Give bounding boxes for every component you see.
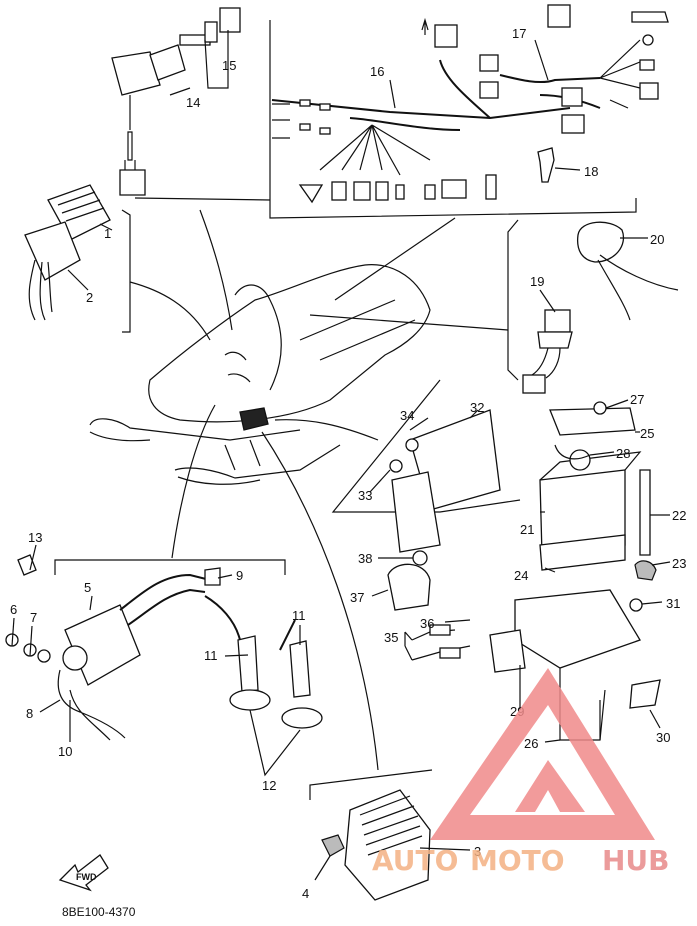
- callout-1: 1: [104, 226, 111, 241]
- frame-battery: [331, 379, 521, 513]
- frame-ignition: [54, 559, 286, 575]
- callout-19: 19: [530, 274, 544, 289]
- watermark-word-hub: HUB: [602, 844, 670, 877]
- callout-21: 21: [520, 522, 534, 537]
- callout-28: 28: [616, 446, 630, 461]
- drawing-code: 8BE100-4370: [62, 905, 136, 919]
- callout-36: 36: [420, 616, 434, 631]
- fwd-arrow-icon: FWD: [58, 854, 109, 892]
- callout-12: 12: [262, 778, 276, 793]
- rectifier-regulator: [321, 789, 431, 901]
- leader-key-to-body: [199, 209, 233, 331]
- callout-30: 30: [656, 730, 670, 745]
- wire-harness: [271, 4, 669, 204]
- leader-ignition-to-body: [171, 404, 216, 559]
- battery-group: [389, 401, 657, 581]
- callout-34: 34: [400, 408, 414, 423]
- leader-harness-to-body: [334, 217, 456, 301]
- callout-33: 33: [358, 488, 372, 503]
- ignition-group: [5, 554, 323, 741]
- callout-23: 23: [672, 556, 686, 571]
- leader-battery-to-body: [274, 419, 379, 441]
- callout-11a: 11: [204, 648, 218, 663]
- callout-32: 32: [470, 400, 484, 415]
- battery-tray: [387, 550, 661, 741]
- grip-and-stop-switch: [522, 221, 679, 394]
- callout-11b: 11: [292, 608, 306, 623]
- fwd-label: FWD: [76, 872, 97, 882]
- callout-4: 4: [302, 886, 309, 901]
- callout-2: 2: [86, 290, 93, 305]
- callout-8: 8: [26, 706, 33, 721]
- handlebar-switch: [24, 184, 111, 321]
- frame-left-switch: [121, 209, 131, 333]
- frame-key-switch: [134, 197, 271, 201]
- callout-10: 10: [58, 744, 72, 759]
- warning-triangle-icon: [430, 668, 655, 840]
- callout-25: 25: [640, 426, 654, 441]
- watermark-word-auto: AUTO: [372, 844, 458, 877]
- callout-5: 5: [84, 580, 91, 595]
- callout-22: 22: [672, 508, 686, 523]
- callout-35: 35: [384, 630, 398, 645]
- frame-harness: [269, 20, 637, 219]
- watermark-logo: AUTO MOTO HUB: [372, 668, 670, 877]
- callout-13: 13: [28, 530, 42, 545]
- main-switch: [111, 7, 241, 196]
- callout-15: 15: [222, 58, 236, 73]
- callout-leaders: [11, 30, 671, 881]
- frame-rectifier: [309, 769, 433, 800]
- callout-17: 17: [512, 26, 526, 41]
- callout-labels: 1 2 3 4 5 6 7 8 9 10 11 11 12 13 14 15 1…: [10, 26, 686, 901]
- callout-9: 9: [236, 568, 243, 583]
- callout-26: 26: [524, 736, 538, 751]
- callout-38: 38: [358, 551, 372, 566]
- snowmobile-outline: [89, 264, 431, 485]
- leader-switch-to-body: [129, 281, 211, 341]
- harness-clip: [537, 147, 555, 183]
- callout-3: 3: [474, 844, 481, 859]
- watermark-word-moto: MOTO: [470, 844, 565, 877]
- leader-rectifier-to-body: [261, 431, 379, 771]
- triangle-inner-mark: [515, 760, 585, 812]
- leader-right-to-body: [309, 314, 509, 331]
- callout-24: 24: [514, 568, 528, 583]
- callout-20: 20: [650, 232, 664, 247]
- callout-16: 16: [370, 64, 384, 79]
- callout-18: 18: [584, 164, 598, 179]
- callout-14: 14: [186, 95, 200, 110]
- frame-right-switch: [507, 219, 519, 381]
- callout-7: 7: [30, 610, 37, 625]
- callout-37: 37: [350, 590, 364, 605]
- callout-31: 31: [666, 596, 680, 611]
- callout-27: 27: [630, 392, 644, 407]
- callout-6: 6: [10, 602, 17, 617]
